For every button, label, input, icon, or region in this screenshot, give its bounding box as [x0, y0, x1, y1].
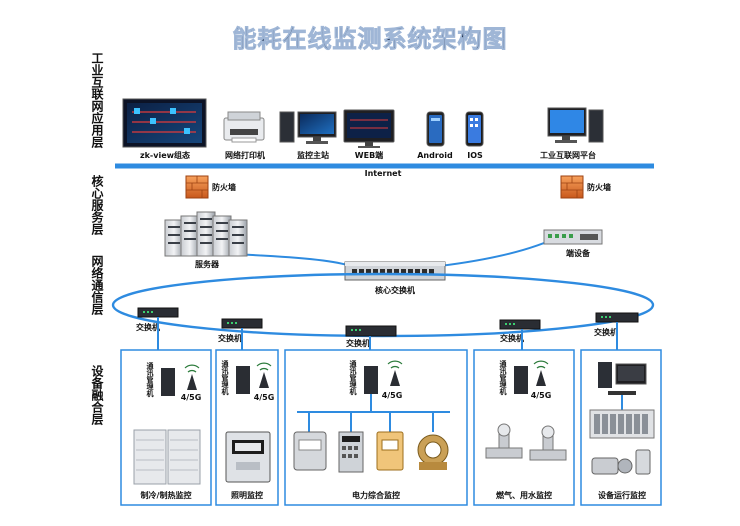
- label-platform: 工业互联网平台: [540, 150, 596, 160]
- label-printer: 网络打印机: [225, 150, 265, 160]
- gas-meter-icon: [293, 431, 327, 471]
- label-switch-3: 交换机: [346, 338, 370, 348]
- label-gateway-gas-water: 通讯管理机: [499, 359, 508, 396]
- heat-meter-icon: [376, 431, 404, 471]
- label-gateway-lighting: 通讯管理机: [221, 359, 230, 396]
- layer-label-fusion: 设备融合层: [90, 364, 104, 426]
- label-web: WEB端: [355, 150, 383, 160]
- label-switch-2: 交换机: [218, 333, 242, 343]
- platform-computer-icon: [547, 107, 604, 143]
- group-box-lighting: [215, 349, 279, 506]
- firewall-right-icon: [560, 175, 584, 199]
- wireless-icon-lighting: [256, 362, 272, 388]
- web-monitor-icon: [343, 109, 395, 148]
- gateway-lighting: 通讯管理机: [221, 359, 250, 396]
- plc-rack-icon: [589, 409, 655, 439]
- motor-pump-icon: [591, 449, 651, 475]
- label-group-equipment: 设备运行监控: [598, 490, 646, 500]
- flow-meter-icon-1: [485, 423, 523, 459]
- label-gateway-power: 通讯管理机: [349, 359, 358, 396]
- flow-meter-icon-2: [529, 425, 567, 461]
- electric-meter-icon: [225, 431, 271, 483]
- label-group-hvac: 制冷/制热监控: [141, 490, 192, 500]
- label-wireless-lighting: 4/5G: [254, 393, 275, 402]
- label-internet: Internet: [365, 169, 402, 178]
- label-firewall-right: 防火墙: [587, 182, 611, 192]
- group-box-equipment: [580, 349, 662, 506]
- switch-icons: [137, 307, 639, 337]
- layer-label-core: 核心服务层: [90, 174, 104, 236]
- water-meter-icon: [417, 434, 449, 470]
- hvac-units-icon: [133, 429, 201, 485]
- layer-label-app: 工业互联网应用层: [90, 52, 104, 149]
- equipment-pc-icon: [598, 362, 647, 395]
- label-server: 服务器: [195, 259, 220, 269]
- core-switch-icon: [344, 261, 446, 281]
- label-zkview: zk-view组态: [140, 150, 190, 160]
- wireless-icon-hvac: [184, 364, 200, 390]
- gateway-hvac: 通讯管理机: [146, 361, 175, 398]
- layer-label-net: 网络通信层: [90, 255, 104, 316]
- printer-icon: [223, 111, 265, 143]
- host-computer-icon: [279, 111, 337, 144]
- label-core-switch: 核心交换机: [375, 285, 415, 295]
- label-android: Android: [417, 151, 453, 160]
- diagram-title: 能耗在线监测系统架构图: [233, 25, 508, 53]
- gateway-power: 通讯管理机: [349, 359, 378, 396]
- label-wireless-gas-water: 4/5G: [531, 391, 552, 400]
- group-box-hvac: [120, 349, 212, 506]
- server-rack-icon: [164, 211, 248, 257]
- label-host: 监控主站: [297, 150, 329, 160]
- group-box-power: [284, 349, 468, 506]
- label-wireless-power: 4/5G: [382, 391, 403, 400]
- power-meter-icon: [338, 431, 364, 473]
- label-switch-5: 交换机: [594, 327, 618, 337]
- label-group-lighting: 照明监控: [231, 490, 263, 500]
- label-gateway-hvac: 通讯管理机: [146, 361, 155, 398]
- wireless-icon-gas-water: [533, 360, 549, 386]
- gateway-gas-water: 通讯管理机: [499, 359, 528, 396]
- firewall-left-icon: [185, 175, 209, 199]
- label-switch-1: 交换机: [136, 322, 160, 332]
- label-wireless-hvac: 4/5G: [181, 393, 202, 402]
- label-switch-4: 交换机: [500, 333, 524, 343]
- edge-device-icon: [543, 229, 603, 245]
- wireless-icon-power: [387, 360, 403, 386]
- label-ios: IOS: [467, 151, 483, 160]
- label-group-gas-water: 燃气、用水监控: [496, 490, 552, 500]
- label-firewall-left: 防火墙: [212, 182, 236, 192]
- label-edge: 端设备: [566, 248, 591, 258]
- zkview-screen-icon: [122, 98, 207, 148]
- ios-phone-icon: [465, 111, 484, 147]
- android-phone-icon: [426, 111, 445, 147]
- label-group-power: 电力综合监控: [352, 490, 400, 500]
- group-box-gas-water: [473, 349, 575, 506]
